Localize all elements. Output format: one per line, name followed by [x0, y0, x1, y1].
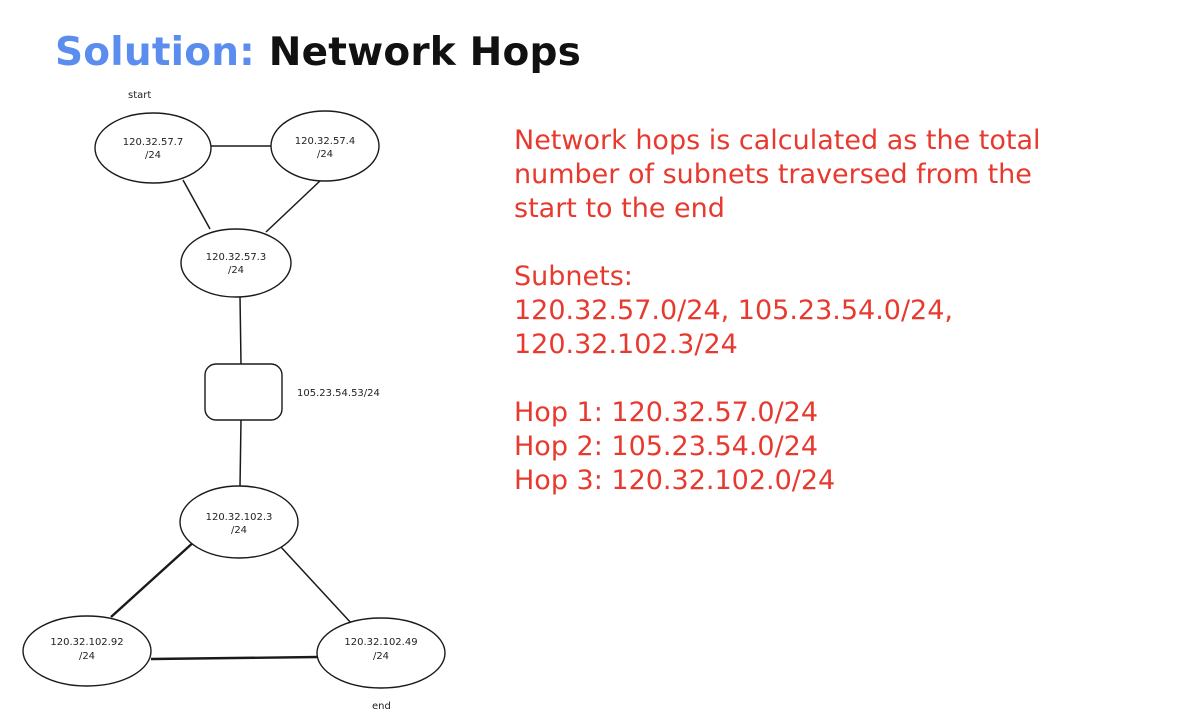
node-ellipse [179, 485, 299, 559]
node-ip: 120.32.57.4 [295, 136, 355, 147]
link-n3-router [239, 295, 242, 365]
node-ip: 120.32.102.49 [344, 637, 417, 648]
node-120-32-102-3: 120.32.102.3 /24 [179, 485, 299, 559]
node-ellipse [270, 110, 380, 182]
explanation-text: Network hops is calculated as the total … [514, 124, 1184, 498]
node-mask: /24 [228, 265, 244, 276]
title-main: Network Hops [268, 30, 582, 75]
subnets-line: 120.32.102.3/24 [514, 329, 738, 360]
hop-line: Hop 2: 105.23.54.0/24 [514, 431, 819, 462]
node-mask: /24 [145, 150, 161, 161]
node-mask: /24 [317, 149, 333, 160]
subnets-line: 120.32.57.0/24, 105.23.54.0/24, [514, 295, 954, 326]
node-mask: /24 [373, 651, 389, 662]
link-n1-n3 [182, 179, 211, 230]
router-label: 105.23.54.53/24 [297, 388, 380, 399]
hop-line: Hop 3: 120.32.102.0/24 [514, 465, 836, 496]
intro-line: Network hops is calculated as the total [514, 125, 1041, 156]
node-120-32-102-92: 120.32.102.92 /24 [22, 615, 152, 687]
subnets-heading: Subnets: [514, 261, 633, 292]
hop-line: Hop 1: 120.32.57.0/24 [514, 397, 819, 428]
end-label: end [372, 701, 391, 712]
node-ellipse [22, 615, 152, 687]
intro-line: number of subnets traversed from the [514, 159, 1032, 190]
link-n4-n5 [110, 539, 197, 618]
link-n2-n3 [265, 179, 322, 233]
page-title: Solution: Network Hops [55, 30, 581, 75]
title-accent: Solution: [55, 30, 255, 75]
node-120-32-57-7: 120.32.57.7 /24 [94, 112, 212, 184]
node-120-32-57-3: 120.32.57.3 /24 [180, 228, 292, 298]
link-router-n4 [239, 419, 242, 488]
node-ellipse [316, 617, 446, 689]
node-mask: /24 [79, 651, 95, 662]
node-ip: 120.32.57.7 [123, 137, 183, 148]
spacer [514, 362, 1184, 396]
link-n4-n6 [279, 545, 353, 625]
node-120-32-102-49: 120.32.102.49 /24 [316, 617, 446, 689]
node-ip: 120.32.102.3 [206, 512, 273, 523]
network-diagram: start end 120.32.57.7 /24 120.32.57.4 /2… [22, 90, 446, 712]
node-mask: /24 [231, 525, 247, 536]
router-105-23-54-53 [204, 363, 283, 421]
spacer [514, 226, 1184, 260]
node-ip: 120.32.57.3 [206, 252, 266, 263]
intro-line: start to the end [514, 193, 725, 224]
link-n5-n6 [150, 655, 319, 661]
node-ellipse [180, 228, 292, 298]
node-ip: 120.32.102.92 [50, 637, 123, 648]
node-ellipse [94, 112, 212, 184]
start-label: start [128, 90, 151, 101]
router-box [204, 363, 283, 421]
node-120-32-57-4: 120.32.57.4 /24 [270, 110, 380, 182]
